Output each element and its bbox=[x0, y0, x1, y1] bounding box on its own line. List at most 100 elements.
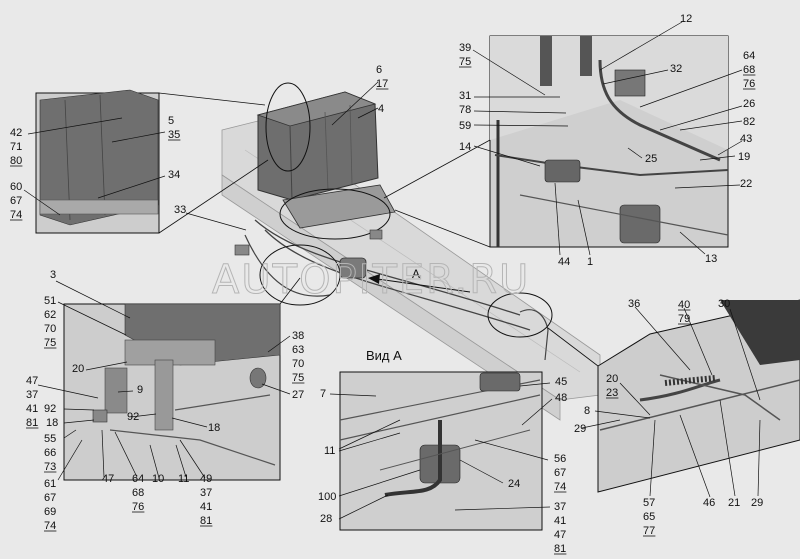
callout-8: 8 bbox=[584, 405, 590, 417]
callout-47c: 47 bbox=[554, 529, 566, 541]
callout-64: 64 bbox=[743, 50, 755, 62]
callout-21: 21 bbox=[728, 497, 740, 509]
callout-37b: 37 bbox=[200, 487, 212, 499]
callout-22: 22 bbox=[740, 178, 752, 190]
callout-47b: 47 bbox=[102, 473, 114, 485]
detail-panel-view-a: Вид А bbox=[339, 348, 543, 531]
callout-81c: 81 bbox=[554, 543, 566, 555]
callout-4: 4 bbox=[378, 103, 384, 115]
callout-60: 60 bbox=[10, 181, 22, 193]
callout-6: 6 bbox=[376, 64, 382, 76]
callout-67c: 67 bbox=[554, 467, 566, 479]
callout-30: 30 bbox=[718, 298, 730, 310]
callout-13: 13 bbox=[705, 253, 717, 265]
callout-20a: 20 bbox=[72, 363, 84, 375]
callout-39: 39 bbox=[459, 42, 471, 54]
callout-82: 82 bbox=[743, 116, 755, 128]
callout-18a: 18 bbox=[46, 417, 58, 429]
leader-lines bbox=[23, 21, 761, 520]
view-a-label: Вид А bbox=[366, 348, 402, 363]
callout-49: 49 bbox=[200, 473, 212, 485]
callout-1: 1 bbox=[587, 256, 593, 268]
callout-55: 55 bbox=[44, 433, 56, 445]
callout-67a: 67 bbox=[10, 195, 22, 207]
watermark: AUTOPITER.RU bbox=[212, 257, 530, 303]
callout-5: 5 bbox=[168, 115, 174, 127]
callout-25: 25 bbox=[645, 153, 657, 165]
callout-37a: 37 bbox=[26, 389, 38, 401]
callout-23: 23 bbox=[606, 387, 618, 399]
callout-9: 9 bbox=[137, 384, 143, 396]
callout-68: 68 bbox=[743, 64, 755, 76]
detail-panel-tank-strap bbox=[35, 89, 160, 234]
detail-panel-exhaust bbox=[597, 299, 800, 493]
callout-59: 59 bbox=[459, 120, 471, 132]
callout-45: 45 bbox=[555, 376, 567, 388]
callout-34: 34 bbox=[168, 169, 180, 181]
callout-11a: 11 bbox=[178, 473, 189, 485]
detail-panel-heater-lines bbox=[489, 35, 729, 248]
callout-73: 73 bbox=[44, 461, 56, 473]
callout-100: 100 bbox=[318, 491, 336, 503]
callout-31: 31 bbox=[459, 90, 471, 102]
callout-17: 17 bbox=[376, 78, 388, 90]
callout-20b: 20 bbox=[606, 373, 618, 385]
callout-42: 42 bbox=[10, 127, 22, 139]
callout-64b: 64 bbox=[132, 473, 144, 485]
callout-43: 43 bbox=[740, 133, 752, 145]
callout-41c: 41 bbox=[554, 515, 566, 527]
callout-81a: 81 bbox=[26, 417, 38, 429]
callout-11b: 11 bbox=[324, 445, 335, 457]
callout-19: 19 bbox=[738, 151, 750, 163]
callout-74a: 74 bbox=[10, 209, 22, 221]
callout-56: 56 bbox=[554, 453, 566, 465]
callout-47a: 47 bbox=[26, 375, 38, 387]
callout-51: 51 bbox=[44, 295, 56, 307]
callout-41b: 41 bbox=[200, 501, 212, 513]
callout-78: 78 bbox=[459, 104, 471, 116]
callout-69: 69 bbox=[44, 506, 56, 518]
callout-37c: 37 bbox=[554, 501, 566, 513]
callout-75c: 75 bbox=[292, 372, 304, 384]
callout-76: 76 bbox=[743, 78, 755, 90]
callout-44: 44 bbox=[558, 256, 570, 268]
callout-81b: 81 bbox=[200, 515, 212, 527]
callout-66: 66 bbox=[44, 447, 56, 459]
view-arrow-label: A bbox=[412, 267, 420, 281]
callout-48: 48 bbox=[555, 392, 567, 404]
callout-92b: 92 bbox=[127, 411, 139, 423]
callout-67b: 67 bbox=[44, 492, 56, 504]
callout-57: 57 bbox=[643, 497, 655, 509]
callout-12: 12 bbox=[680, 13, 692, 25]
callout-33: 33 bbox=[174, 204, 186, 216]
callout-41a: 41 bbox=[26, 403, 38, 415]
callout-62: 62 bbox=[44, 309, 56, 321]
callout-75a: 75 bbox=[459, 56, 471, 68]
callout-68b: 68 bbox=[132, 487, 144, 499]
callout-10: 10 bbox=[152, 473, 164, 485]
callout-27: 27 bbox=[292, 389, 304, 401]
callout-65: 65 bbox=[643, 511, 655, 523]
callout-74c: 74 bbox=[554, 481, 566, 493]
callout-28: 28 bbox=[320, 513, 332, 525]
callout-18b: 18 bbox=[208, 422, 220, 434]
detail-panel-bracket bbox=[63, 303, 281, 481]
callout-36: 36 bbox=[628, 298, 640, 310]
callout-61: 61 bbox=[44, 478, 56, 490]
fuel-tank bbox=[256, 82, 379, 201]
callout-32: 32 bbox=[670, 63, 682, 75]
callout-92a: 92 bbox=[44, 403, 56, 415]
callout-79: 79 bbox=[678, 313, 690, 325]
callout-35: 35 bbox=[168, 129, 180, 141]
main-assembly: A bbox=[221, 82, 601, 421]
callout-80: 80 bbox=[10, 155, 22, 167]
callout-70b: 70 bbox=[292, 358, 304, 370]
callout-75b: 75 bbox=[44, 337, 56, 349]
callout-77: 77 bbox=[643, 525, 655, 537]
callout-14: 14 bbox=[459, 141, 471, 153]
callout-7: 7 bbox=[320, 388, 326, 400]
callout-38: 38 bbox=[292, 330, 304, 342]
callout-76b: 76 bbox=[132, 501, 144, 513]
callout-70a: 70 bbox=[44, 323, 56, 335]
